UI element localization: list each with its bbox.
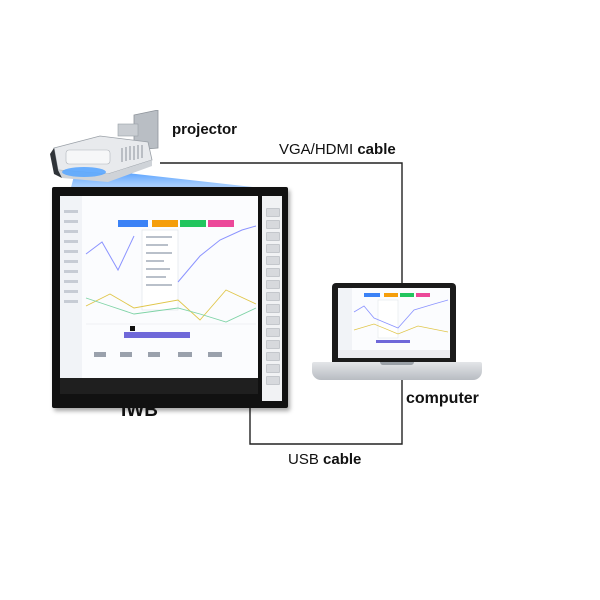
computer-label: computer xyxy=(406,390,479,407)
laptop-hinge-notch xyxy=(380,362,414,365)
whiteboard-button-panel xyxy=(262,196,282,401)
projector-icon xyxy=(50,110,159,182)
iwb-label: IWB xyxy=(121,400,158,421)
usb-cable-line xyxy=(249,378,403,445)
laptop-base xyxy=(312,362,482,380)
laptop-screen-content xyxy=(338,288,450,358)
usb-cable-prefix: USB xyxy=(288,451,324,468)
whiteboard-screen-content xyxy=(60,196,258,394)
laptop-screen xyxy=(338,288,450,358)
usb-cable-label: USB cable xyxy=(288,451,361,468)
vga-hdmi-cable-line xyxy=(160,162,403,290)
vga-hdmi-cable-word: cable xyxy=(357,141,396,158)
vga-hdmi-cable-prefix: VGA/HDMI xyxy=(279,141,358,158)
usb-cable-word: cable xyxy=(323,451,362,468)
whiteboard-screen xyxy=(60,196,258,394)
projector-label: projector xyxy=(172,121,238,138)
vga-hdmi-cable-label: VGA/HDMI cable xyxy=(279,141,396,158)
